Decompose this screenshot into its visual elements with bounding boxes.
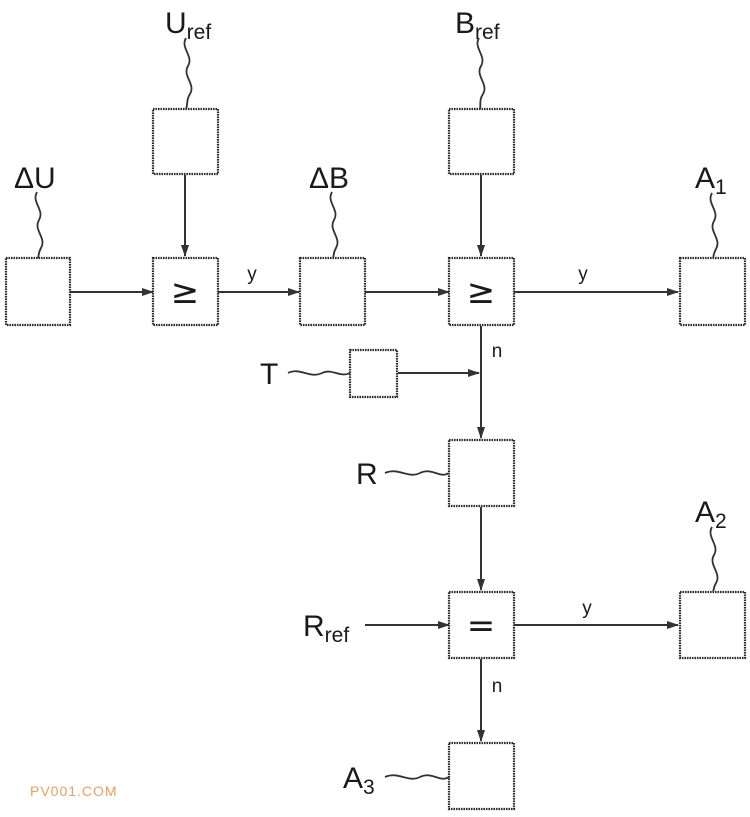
leader-a3 — [384, 774, 450, 780]
leader-a2 — [709, 526, 719, 593]
label-bref: Bref — [455, 7, 500, 44]
box-compare-b — [447, 256, 516, 327]
box-compare-r — [447, 590, 516, 660]
label-rref: Rref — [303, 610, 349, 647]
label-a3: A3 — [343, 762, 375, 799]
box-t — [348, 348, 399, 399]
box-a3 — [447, 741, 516, 811]
leader-t — [287, 370, 351, 376]
leader-r — [384, 470, 450, 476]
box-deltau — [4, 256, 72, 327]
label-a1: A1 — [695, 162, 727, 199]
flow-label-yes-2: y — [578, 264, 588, 285]
label-deltab: ΔB — [309, 162, 349, 195]
box-compare-u — [151, 256, 220, 327]
label-a2: A2 — [695, 496, 727, 533]
operator-compare-b: ≥ — [467, 272, 496, 312]
leader-uref — [183, 37, 193, 110]
label-deltau: ΔU — [14, 162, 56, 195]
label-t: T — [260, 358, 278, 391]
box-a2 — [678, 590, 747, 660]
box-r — [447, 438, 516, 508]
flow-label-no-1: n — [492, 341, 503, 362]
box-uref — [151, 107, 220, 176]
flow-label-no-2: n — [492, 676, 503, 697]
box-a1 — [678, 256, 747, 327]
label-r: R — [356, 458, 378, 491]
box-deltab — [298, 256, 367, 327]
leader-deltab — [329, 191, 339, 259]
leader-bref — [476, 37, 486, 110]
leader-a1 — [709, 192, 719, 259]
operator-compare-r: = — [467, 606, 496, 646]
flow-label-yes-3: y — [582, 598, 592, 619]
watermark: PV001.COM — [30, 783, 118, 799]
operator-compare-u: ≥ — [171, 272, 200, 312]
box-bref — [447, 107, 516, 176]
leader-deltau — [34, 191, 44, 259]
label-uref: Uref — [165, 7, 211, 44]
flow-label-yes-1: y — [247, 264, 257, 285]
